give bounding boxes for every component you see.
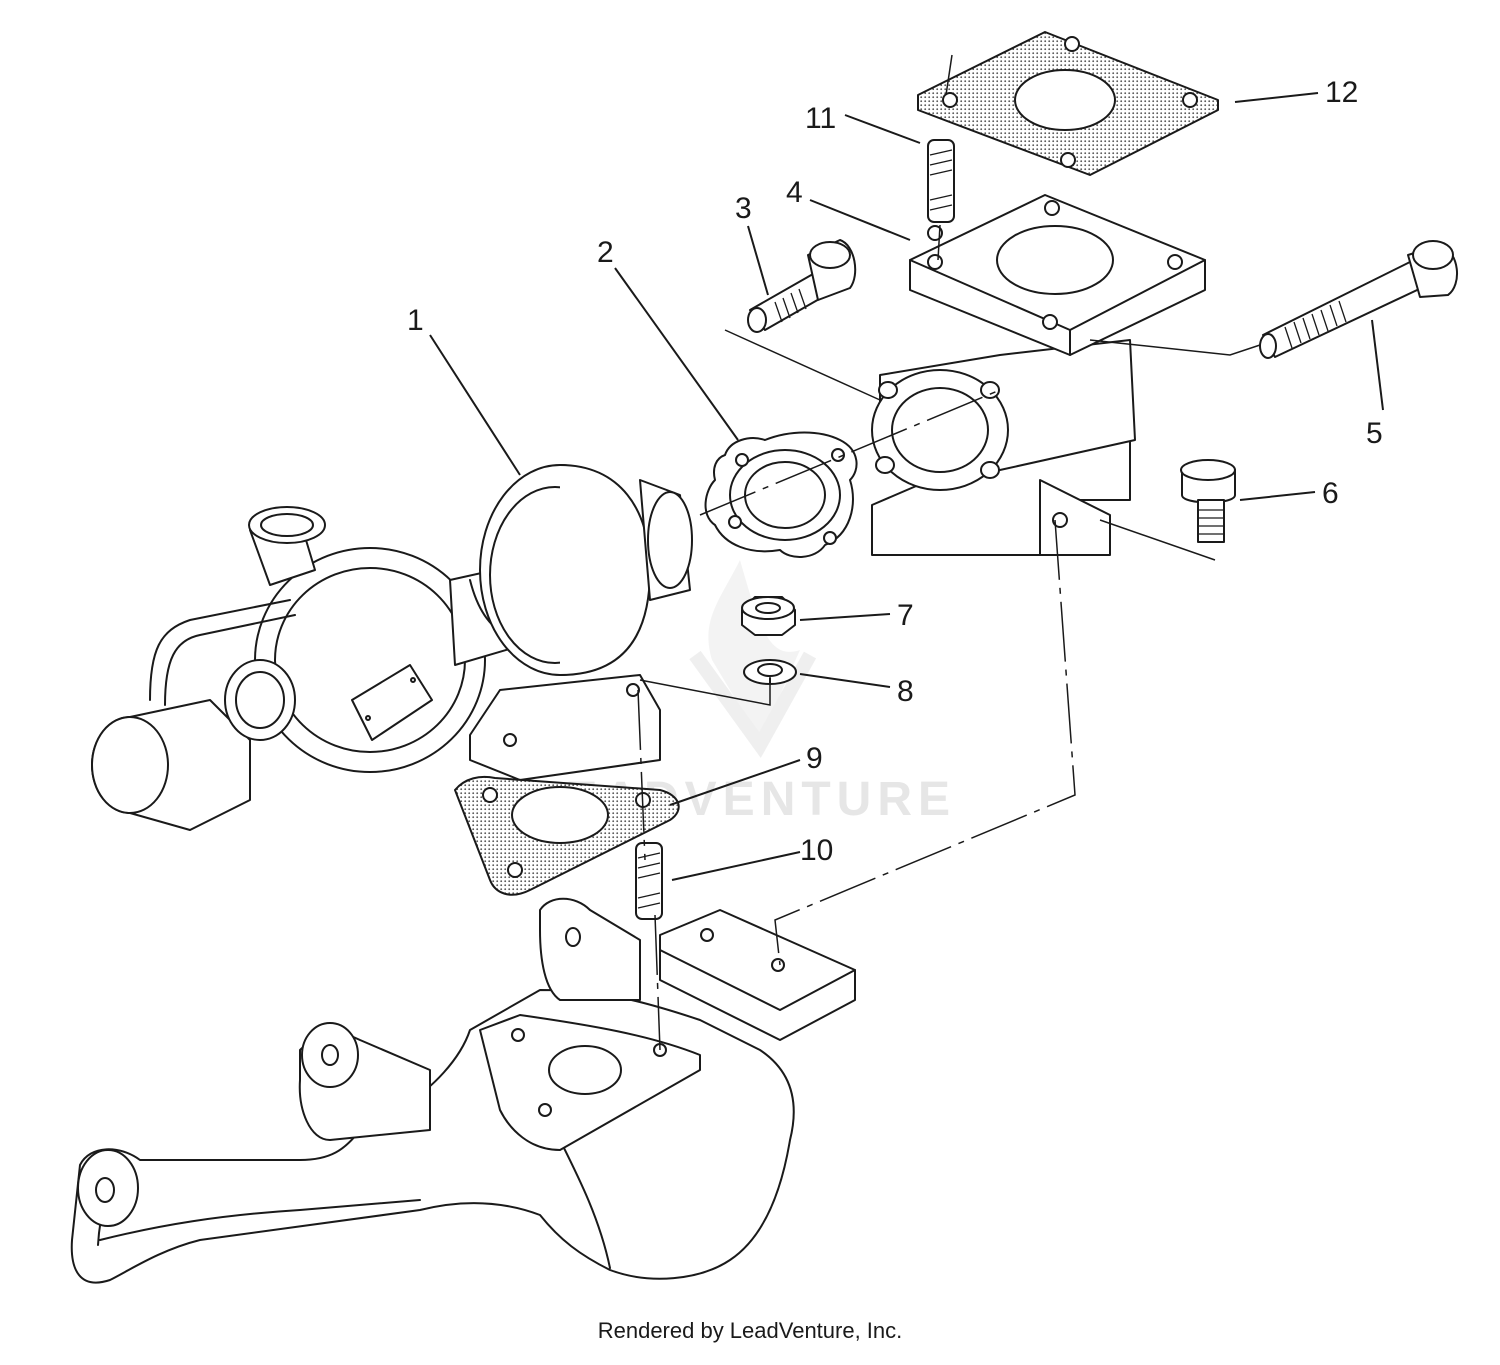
callout-11: 11 — [805, 102, 836, 135]
nut-7 — [741, 596, 796, 636]
callout-1: 1 — [407, 304, 424, 337]
stud-11 — [927, 139, 955, 223]
triangular-gasket — [454, 775, 680, 896]
callout-3: 3 — [735, 192, 752, 225]
exhaust-manifold — [70, 897, 856, 1284]
callout-5: 5 — [1366, 417, 1383, 450]
callout-7: 7 — [897, 599, 914, 632]
callout-9: 9 — [806, 742, 823, 775]
turbocharger — [91, 464, 693, 831]
turbo-outlet-gasket — [704, 431, 858, 558]
callout-6: 6 — [1322, 477, 1339, 510]
callouts: 1 2 3 4 5 6 7 8 9 10 11 12 — [407, 76, 1383, 867]
bolt-6 — [1180, 459, 1236, 543]
render-credit: Rendered by LeadVenture, Inc. — [597, 1318, 903, 1343]
callout-2: 2 — [597, 236, 614, 269]
callout-10: 10 — [800, 834, 833, 867]
exhaust-elbow — [871, 194, 1206, 556]
bolt-3 — [747, 239, 857, 333]
watermark-logo-icon — [689, 560, 817, 759]
alignment-lines — [637, 54, 1261, 1051]
callout-4: 4 — [786, 176, 803, 209]
stud-10 — [635, 842, 663, 920]
callout-12: 12 — [1325, 76, 1358, 109]
leader-lines — [429, 92, 1384, 881]
top-flange-gasket — [917, 31, 1219, 176]
bolt-5 — [1259, 240, 1459, 359]
callout-8: 8 — [897, 675, 914, 708]
